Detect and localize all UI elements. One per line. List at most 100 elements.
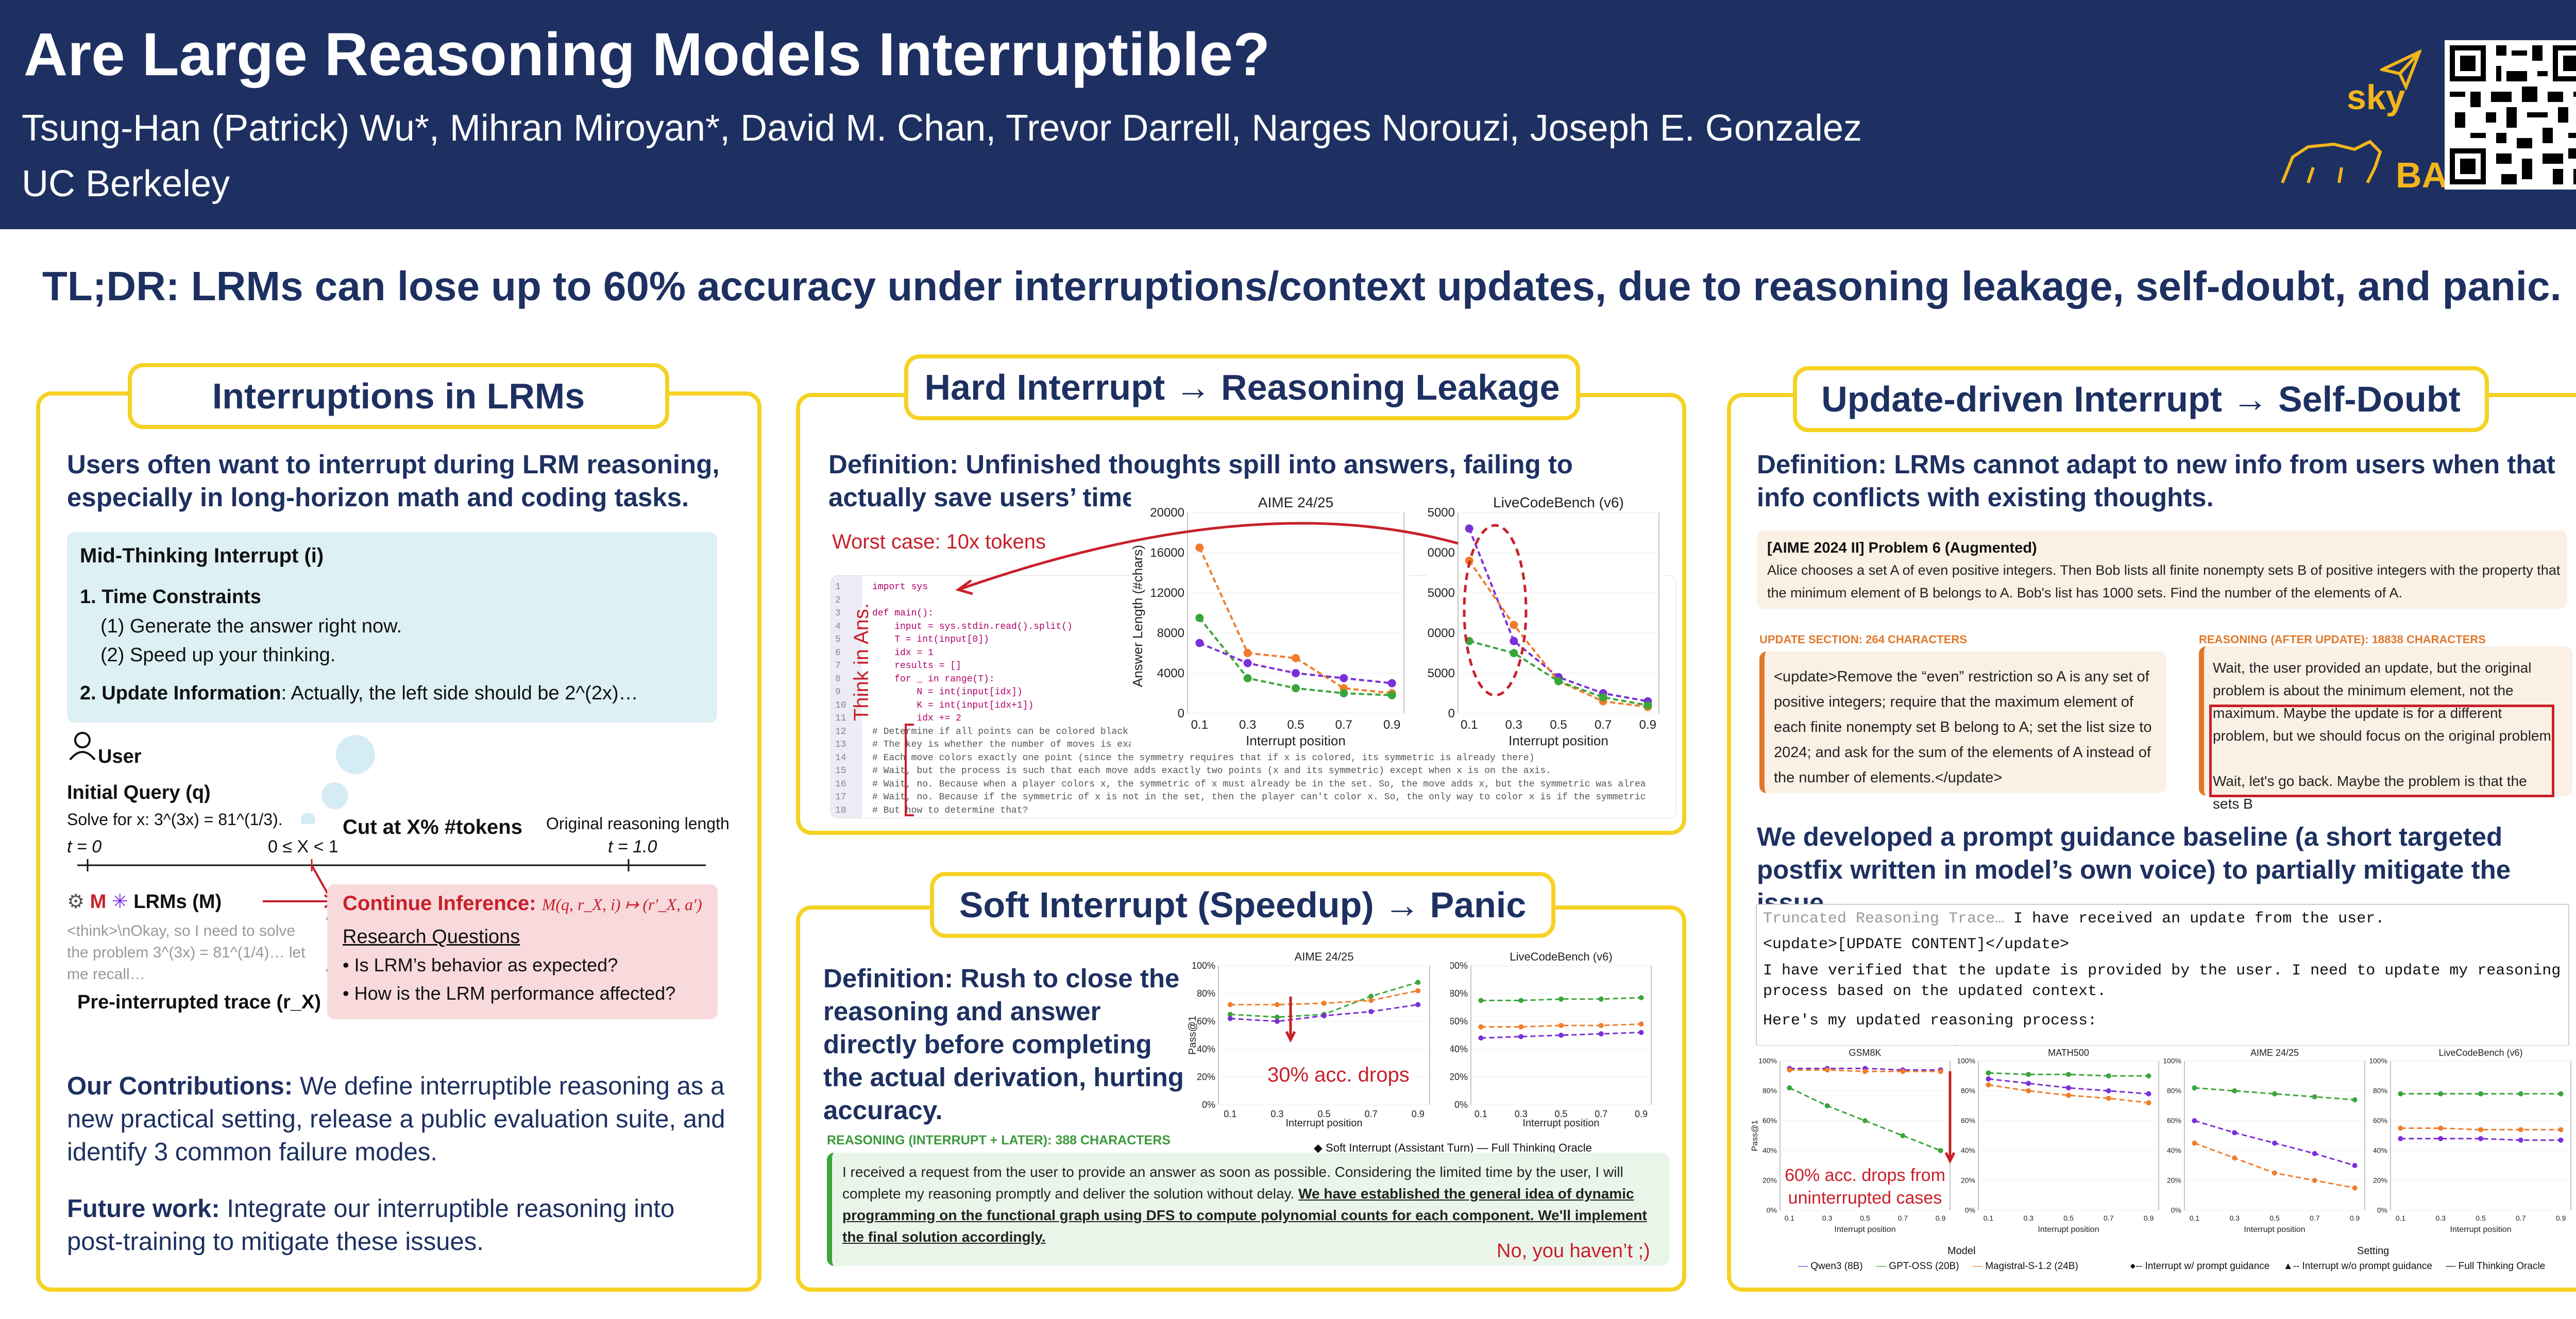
code-line-number: 15 [835, 766, 846, 776]
y-tick-label: 80% [2373, 1087, 2387, 1095]
data-point [2232, 1130, 2238, 1136]
data-point [2232, 1088, 2238, 1093]
code-line: # But how to determine that? [872, 805, 1028, 816]
code-line: # Determine if all points can be colored… [872, 726, 1128, 737]
data-point [1243, 674, 1252, 682]
x-tick-label: 0.3 [2023, 1214, 2033, 1222]
y-tick-label: 0% [2171, 1206, 2181, 1214]
data-point [2066, 1085, 2071, 1091]
code-line-number: 7 [835, 661, 841, 671]
gsm8k-drop-arrow [1945, 1071, 1955, 1164]
code-line-number: 16 [835, 779, 846, 790]
data-point [2398, 1136, 2403, 1141]
data-point [1321, 1013, 1327, 1019]
y-axis-label: Pass@1 [1751, 1120, 1759, 1152]
data-point [1368, 1009, 1374, 1015]
code-line-number: 5 [835, 635, 841, 645]
data-point [1415, 980, 1421, 985]
data-point [1465, 524, 1473, 533]
x-tick-label: 0.7 [1595, 1109, 1607, 1119]
data-point [2106, 1088, 2111, 1093]
qr-code[interactable] [2445, 40, 2576, 190]
x-axis-label: Interrupt position [1286, 1118, 1363, 1129]
data-point [2106, 1095, 2111, 1101]
y-tick-label: 0% [1454, 1100, 1468, 1110]
data-point [1986, 1076, 1991, 1082]
x-tick-label: 0.3 [1822, 1214, 1833, 1222]
panic-definition: Definition: Rush to close the reasoning … [823, 964, 1184, 1125]
code-line-number: 12 [835, 726, 846, 737]
data-point [1518, 1034, 1524, 1039]
data-point [1292, 654, 1300, 662]
paper-plane-icon [2380, 49, 2421, 90]
code-line-number: 17 [835, 792, 846, 802]
code-line-number: 9 [835, 687, 841, 697]
code-line-number: 4 [835, 621, 841, 632]
y-tick-label: 20% [1762, 1176, 1777, 1185]
y-tick-label: 80% [1961, 1087, 1975, 1095]
y-tick-label: 60% [1762, 1117, 1777, 1125]
x-tick-label: 0.3 [1505, 718, 1522, 732]
data-point [2518, 1137, 2523, 1143]
x-axis-label: Interrupt position [1509, 733, 1608, 748]
series-line [1198, 547, 1392, 694]
y-tick-label: 60% [1197, 1016, 1215, 1026]
data-point [1510, 637, 1518, 645]
x-axis-label: Interrupt position [1246, 733, 1346, 748]
y-tick-label: 20% [1197, 1072, 1215, 1082]
data-point [2352, 1163, 2358, 1168]
data-point [1415, 988, 1421, 993]
panic-reasoning-box [827, 1153, 1669, 1266]
thought-bubbles-icon [301, 735, 375, 824]
x-tick-label: 0.9 [1936, 1214, 1946, 1222]
update-text: <update>Remove the “even” restriction so… [1774, 669, 2152, 786]
x-axis-label: Interrupt position [2038, 1225, 2099, 1234]
data-point [2066, 1072, 2071, 1077]
data-point [2272, 1170, 2277, 1176]
code-line: input = sys.stdin.read().split() [872, 621, 1073, 632]
x-tick-label: 0.7 [1365, 1109, 1378, 1119]
y-tick-label: 60% [2167, 1117, 2181, 1125]
data-point [2106, 1073, 2111, 1078]
panic-legend: ◆ Soft Interrupt (Assistant Turn) — Full… [1314, 1141, 1592, 1154]
data-point [1598, 1023, 1604, 1029]
y-axis-label: Answer Length (#chars) [1131, 545, 1145, 687]
series-line [1988, 1078, 2149, 1095]
y-tick-label: 0% [2377, 1206, 2387, 1214]
y-tick-label: 0 [1178, 707, 1184, 721]
data-point [1638, 1021, 1644, 1027]
pg-line1: Truncated Reasoning Trace… I have receiv… [1763, 910, 2385, 928]
think-in-answer-label: Think in Ans. [850, 603, 873, 721]
series-line [1468, 528, 1648, 703]
series-line [1481, 1032, 1641, 1039]
data-point [1510, 649, 1518, 657]
series-line [2194, 1087, 2355, 1101]
author-list: Tsung-Han (Patrick) Wu*, Mihran Miroyan*… [22, 108, 1862, 149]
x-tick-label: 0.7 [2310, 1214, 2320, 1222]
data-point [1478, 1035, 1484, 1041]
chart-title: LiveCodeBench (v6) [2438, 1048, 2522, 1058]
y-tick-label: 80% [1762, 1087, 1777, 1095]
pg-line2: <update>[UPDATE CONTENT]</update> [1763, 936, 2070, 953]
affiliation: UC Berkeley [22, 163, 230, 204]
cut-range-label: 0 ≤ X < 1 [268, 837, 338, 857]
data-point [1554, 677, 1563, 686]
x-tick-label: 0.7 [1335, 718, 1352, 732]
code-line: # Wait, no. Because if the symmetric of … [872, 792, 1646, 802]
y-tick-label: 25000 [1427, 506, 1455, 520]
chart-title: AIME 24/25 [2250, 1048, 2299, 1058]
y-tick-label: 0% [1202, 1100, 1215, 1110]
data-point [1824, 1103, 1830, 1108]
code-line-number: 14 [835, 752, 846, 763]
data-point [1862, 1118, 1868, 1123]
data-point [2478, 1127, 2483, 1133]
item-speed-up: (2) Speed up your thinking. [100, 644, 336, 666]
poster-title: Are Large Reasoning Models Interruptible… [24, 21, 1270, 89]
data-point [1274, 1002, 1280, 1007]
self-doubt-drop-note: 60% acc. drops from uninterrupted cases [1785, 1166, 1945, 1208]
y-tick-label: 16000 [1150, 546, 1184, 560]
